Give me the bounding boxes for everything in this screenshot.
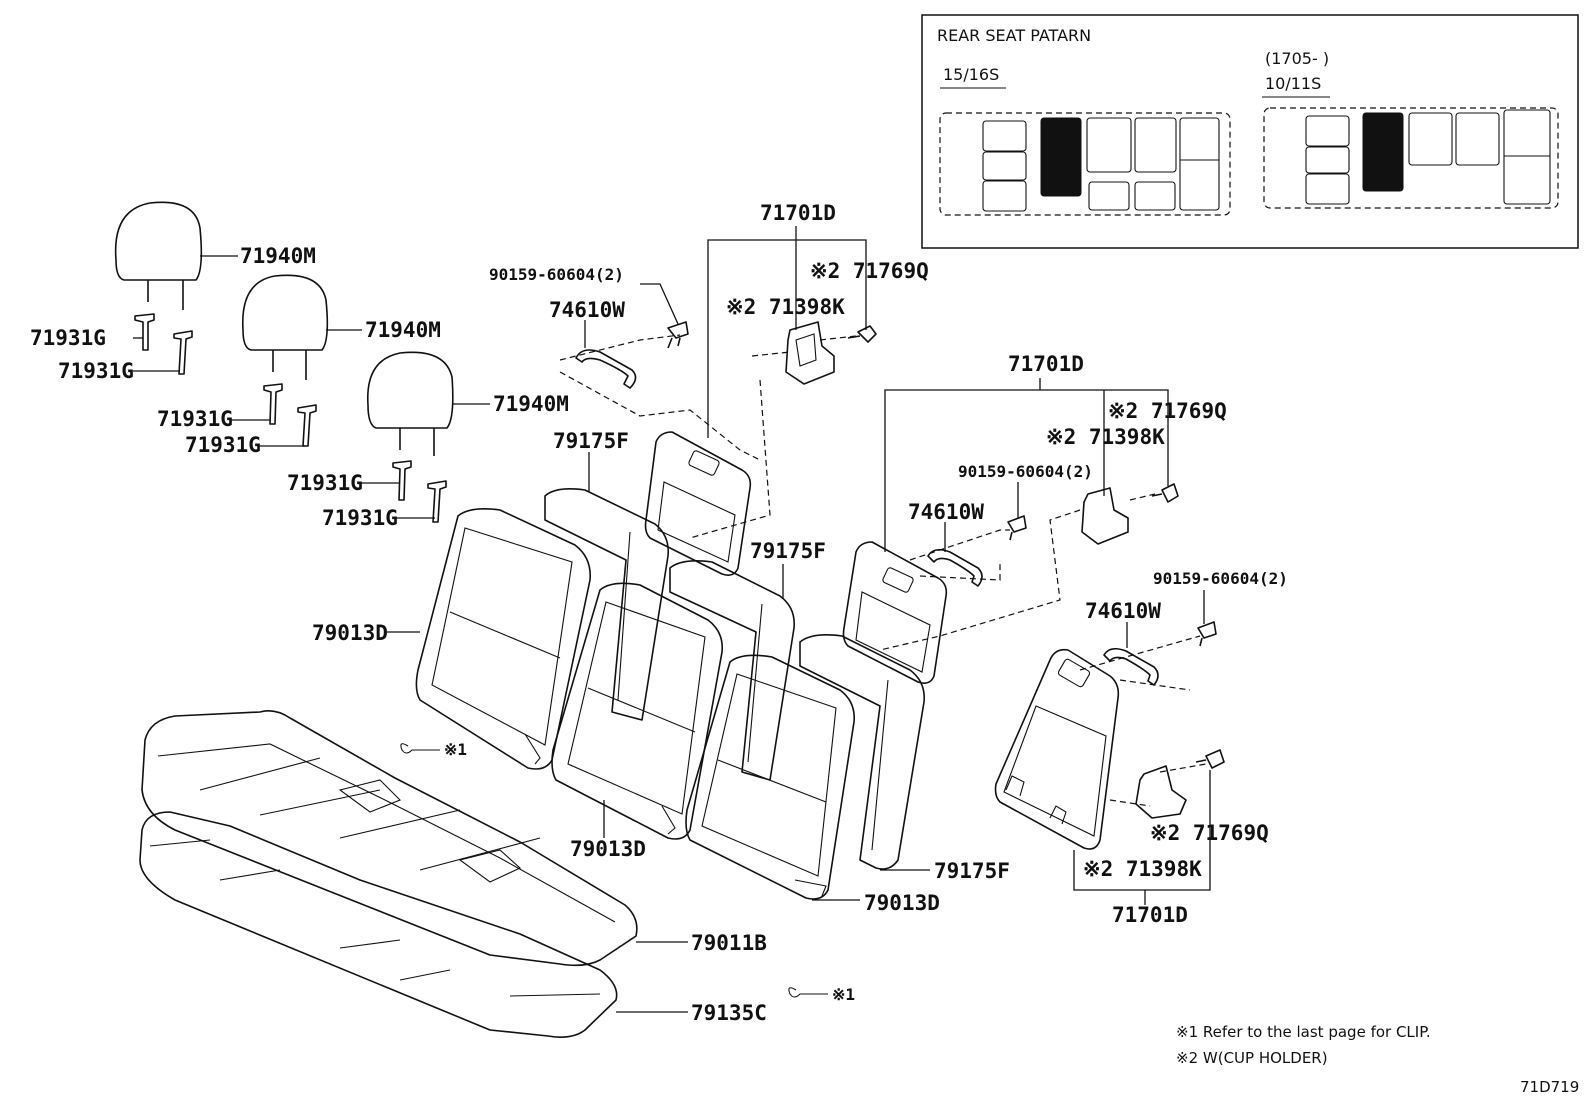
label-79013D-3: 79013D <box>864 891 940 915</box>
label-71931G-6: 71931G <box>322 506 398 530</box>
cup-holder-frame-1 <box>644 431 752 576</box>
seat-back-rear-3 <box>799 634 926 870</box>
label-71769Q-3: ※2 71769Q <box>1150 821 1269 845</box>
label-90159-3: 90159-60604(2) <box>1153 569 1288 588</box>
diagram-code: 71D719 <box>1520 1078 1579 1096</box>
cup-holder-frame-2 <box>842 541 948 684</box>
headrest-support-set-2 <box>263 383 317 447</box>
seat-cushion-cover <box>141 710 638 967</box>
label-71398K-3: ※2 71398K <box>1083 857 1202 881</box>
label-71931G-4: 71931G <box>185 433 261 457</box>
leader-lines <box>133 226 1211 1013</box>
headrest-3 <box>367 351 454 456</box>
seat-back-cover-1 <box>415 508 592 770</box>
label-90159-2: 90159-60604(2) <box>958 462 1093 481</box>
assembly-guide-lines <box>559 334 1207 807</box>
inset-right-label: 10/11S <box>1265 74 1321 93</box>
label-79175F-2: 79175F <box>750 539 826 563</box>
part-labels: 71940M 71940M 71940M 71931G 71931G 71931… <box>30 201 1288 1025</box>
label-71931G-1: 71931G <box>30 326 106 350</box>
label-74610W-1: 74610W <box>549 298 625 322</box>
label-74610W-2: 74610W <box>908 500 984 524</box>
inset-left-label: 15/16S <box>943 65 999 84</box>
label-71398K-1: ※2 71398K <box>726 295 845 319</box>
label-79013D-1: 79013D <box>312 621 388 645</box>
grip-1 <box>575 349 637 389</box>
clip-symbol-1 <box>400 743 440 754</box>
label-71701D-2: 71701D <box>1008 352 1084 376</box>
cup-holder-frame-3 <box>994 648 1120 850</box>
clip-71769q-3 <box>1195 749 1225 769</box>
label-71769Q-2: ※2 71769Q <box>1108 399 1227 423</box>
holder-bracket-2 <box>1081 487 1129 545</box>
label-74610W-3: 74610W <box>1085 599 1161 623</box>
label-90159-1: 90159-60604(2) <box>489 265 624 284</box>
clip-71769q-2 <box>1151 483 1179 503</box>
label-71931G-3: 71931G <box>157 407 233 431</box>
label-79013D-2: 79013D <box>570 837 646 861</box>
seat-cushion-frame <box>139 811 618 1038</box>
label-71769Q-1: ※2 71769Q <box>810 259 929 283</box>
seat-back-rear-2 <box>669 560 796 781</box>
label-71398K-2: ※2 71398K <box>1046 425 1165 449</box>
label-71931G-2: 71931G <box>58 359 134 383</box>
pattern-10-11s <box>1263 107 1559 209</box>
label-71701D-3: 71701D <box>1112 903 1188 927</box>
screw-3 <box>1197 621 1217 647</box>
grip-3 <box>1103 647 1159 686</box>
label-79175F-3: 79175F <box>934 859 1010 883</box>
inset-title: REAR SEAT PATARN <box>937 26 1091 45</box>
grip-2 <box>927 548 983 587</box>
holder-bracket-3 <box>1135 765 1187 819</box>
headrest-support-set-1 <box>134 313 193 375</box>
holder-bracket-1 <box>785 321 835 385</box>
headrest-support-set-3 <box>392 460 447 523</box>
footnote-clip: ※1 Refer to the last page for CLIP. <box>1176 1023 1431 1041</box>
label-clip-1: ※1 <box>444 740 467 759</box>
headrest-2 <box>242 274 329 380</box>
headrest-1 <box>114 201 203 310</box>
screw-1 <box>667 321 689 349</box>
clip-71769q-1 <box>847 325 877 343</box>
label-79175F-1: 79175F <box>553 429 629 453</box>
seat-back-cover-3 <box>685 654 856 900</box>
label-79011B: 79011B <box>691 931 767 955</box>
inset-right-date: (1705- ) <box>1265 49 1329 68</box>
pattern-15-16s <box>939 112 1231 216</box>
label-71701D-1: 71701D <box>760 201 836 225</box>
label-79135C: 79135C <box>691 1001 767 1025</box>
label-71940M-1: 71940M <box>240 244 316 268</box>
label-clip-2: ※1 <box>832 985 855 1004</box>
footnote-cup-holder: ※2 W(CUP HOLDER) <box>1176 1049 1328 1067</box>
label-71931G-5: 71931G <box>287 471 363 495</box>
seat-back-rear-1 <box>544 488 670 721</box>
label-71940M-3: 71940M <box>493 392 569 416</box>
label-71940M-2: 71940M <box>365 318 441 342</box>
clip-symbol-2 <box>788 987 828 998</box>
seat-pattern-inset: REAR SEAT PATARN 15/16S (1705- ) 10/11S <box>921 14 1579 249</box>
seat-back-cover-2 <box>551 582 724 840</box>
screw-2 <box>1007 515 1027 541</box>
